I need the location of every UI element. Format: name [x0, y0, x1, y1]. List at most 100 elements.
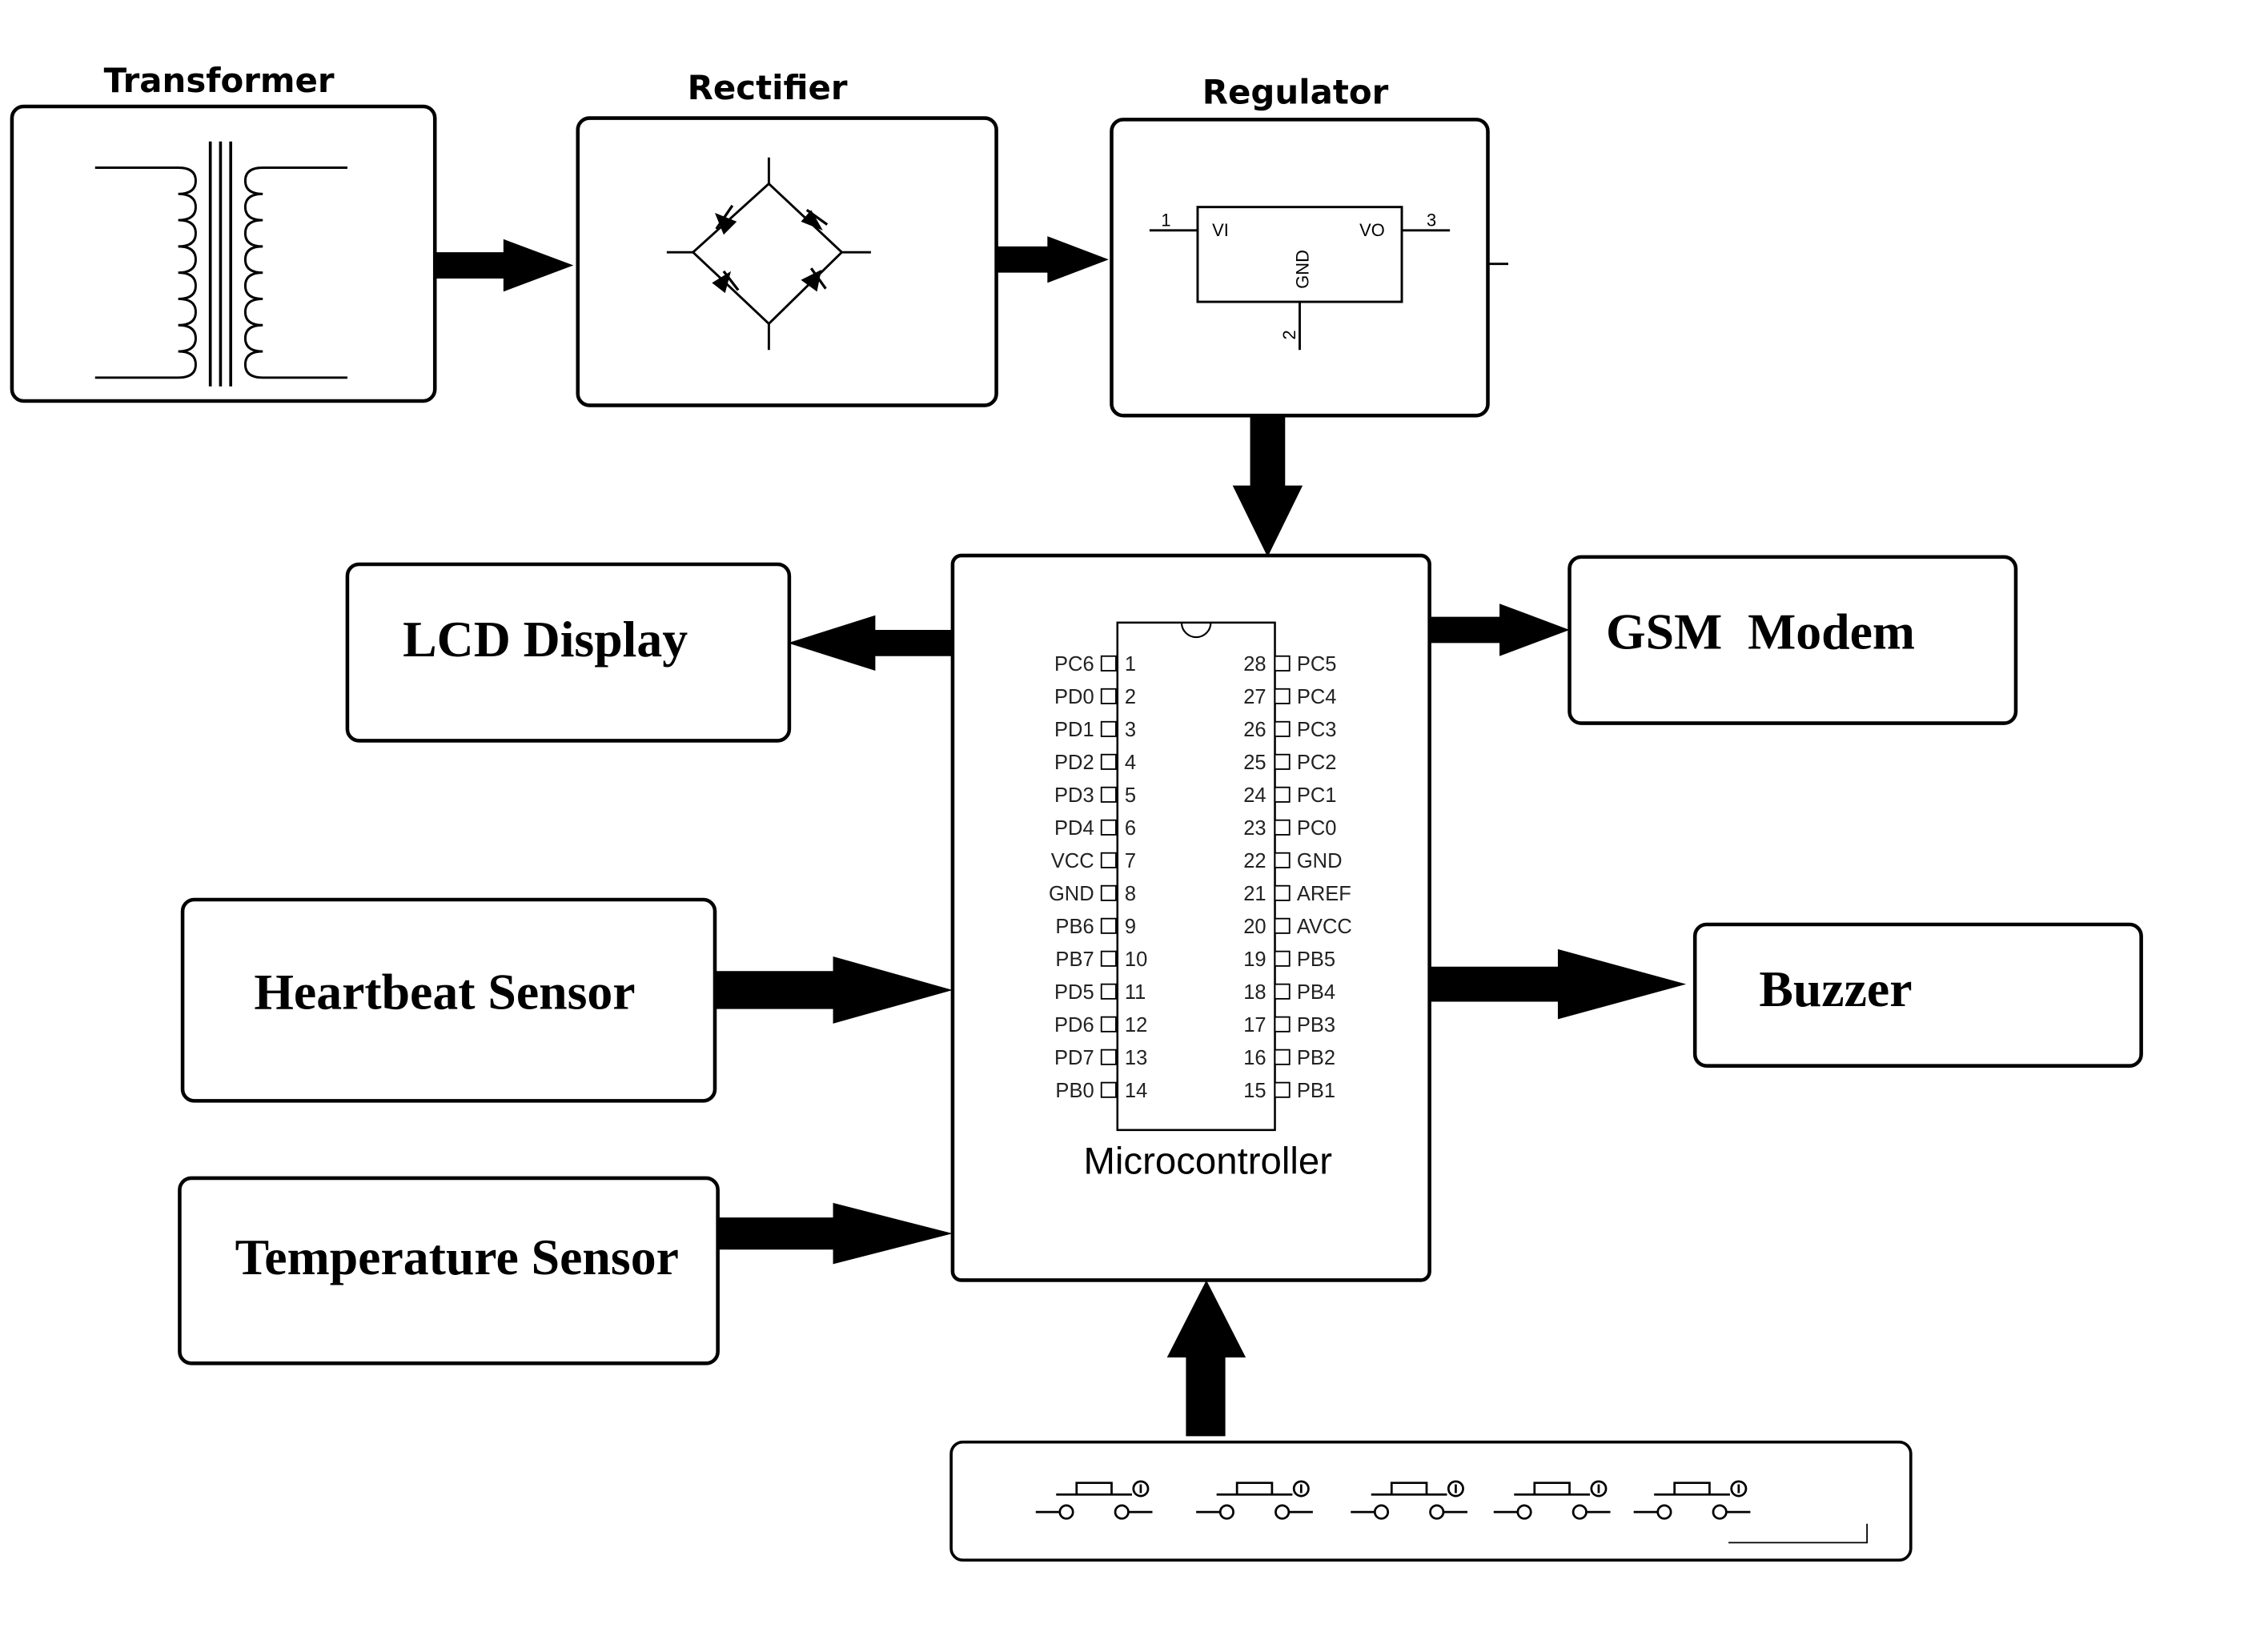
- mcu-pin-left-name: PB0: [1055, 1080, 1094, 1102]
- mcu-pin-left-name: PD3: [1054, 784, 1094, 807]
- mcu-pin-right-number: 24: [1243, 784, 1266, 807]
- push-button-switch-icon: [1035, 1480, 1153, 1520]
- lcd-display-label: LCD Display: [403, 611, 688, 668]
- mcu-pin-right-pad: [1274, 819, 1291, 836]
- mcu-pin-left-number: 7: [1125, 850, 1136, 872]
- mcu-pin-right-pad: [1274, 1016, 1291, 1032]
- regulator-title: Regulator: [1202, 72, 1389, 111]
- rectifier-title: Rectifier: [688, 68, 848, 107]
- mcu-pin-left-name: PD7: [1054, 1047, 1094, 1069]
- mcu-pin-right-name: GND: [1297, 850, 1343, 872]
- mcu-pin-right-name: AREF: [1297, 883, 1351, 905]
- mcu-pin-right-name: PC1: [1297, 784, 1337, 807]
- mcu-pin-right-name: PC5: [1297, 653, 1337, 676]
- mcu-pin-right-number: 20: [1243, 916, 1266, 938]
- arrow-rectifier-to-regulator: [996, 236, 1109, 283]
- mcu-pin-left-pad: [1100, 753, 1117, 770]
- transformer-box: [10, 104, 437, 403]
- mcu-pin-left-name: PD1: [1054, 719, 1094, 741]
- mcu-pin-left-pad: [1100, 655, 1117, 672]
- arrow-switches-to-microcontroller: [1166, 1280, 1246, 1437]
- mcu-pin-right-number: 15: [1243, 1080, 1266, 1102]
- mcu-pin-left-pad: [1100, 983, 1117, 1000]
- arrow-heartbeat-to-microcontroller: [714, 956, 953, 1024]
- lcd-display-box: [345, 562, 792, 743]
- mcu-pin-left-pad: [1100, 852, 1117, 868]
- mcu-pin-right-pad: [1274, 720, 1291, 737]
- mcu-pin-left-pad: [1100, 950, 1117, 967]
- push-button-switch-icon: [1493, 1480, 1611, 1520]
- mcu-pin-left-pad: [1100, 819, 1117, 836]
- mcu-pin-left-name: PD5: [1054, 981, 1094, 1004]
- transformer-title: Transformer: [104, 61, 335, 100]
- arrow-microcontroller-to-gsm: [1429, 603, 1570, 656]
- mcu-pin-left-name: PB6: [1055, 916, 1094, 938]
- push-button-switch-icon: [1633, 1480, 1751, 1520]
- mcu-pin-right-number: 23: [1243, 817, 1266, 840]
- microcontroller-label: Microcontroller: [1083, 1140, 1332, 1182]
- mcu-pin-left-number: 14: [1125, 1080, 1147, 1102]
- mcu-pin-right-pad: [1274, 884, 1291, 901]
- mcu-pin-right-number: 21: [1243, 883, 1266, 905]
- mcu-pin-right-name: PC0: [1297, 817, 1337, 840]
- bridge-rectifier-icon: [666, 157, 871, 351]
- mcu-pin-right-pad: [1274, 917, 1291, 934]
- mcu-pin-right-name: PB3: [1297, 1014, 1335, 1037]
- mcu-pin-right-name: PC4: [1297, 686, 1337, 708]
- push-button-switch-icon: [1351, 1480, 1467, 1520]
- mcu-pin-left-name: PC6: [1054, 653, 1094, 676]
- arrow-transformer-to-rectifier: [435, 239, 574, 292]
- mcu-pin-left-number: 8: [1125, 883, 1136, 905]
- regulator-box: [1110, 118, 1490, 418]
- mcu-pin-left-pad: [1100, 884, 1117, 901]
- push-button-switches: [1035, 1480, 1751, 1520]
- arrow-microcontroller-to-buzzer: [1429, 948, 1687, 1020]
- mcu-pin-left-name: GND: [1049, 883, 1094, 905]
- buzzer-label: Buzzer: [1759, 960, 1912, 1017]
- temperature-sensor-box: [178, 1176, 720, 1365]
- mcu-pin-right-number: 18: [1243, 981, 1266, 1004]
- switch-panel-box: [949, 1440, 1913, 1562]
- mcu-pin-right-pad: [1274, 1049, 1291, 1065]
- mcu-pin-left-number: 2: [1125, 686, 1136, 708]
- mcu-pin-left-number: 3: [1125, 719, 1136, 741]
- buzzer-box: [1692, 922, 2143, 1068]
- mcu-pin-left-number: 5: [1125, 784, 1136, 807]
- mcu-pin-left-pad: [1100, 1081, 1117, 1098]
- mcu-pin-left-pad: [1100, 917, 1117, 934]
- mcu-pin-left-pad: [1100, 786, 1117, 803]
- regulator-pin-gnd-name: GND: [1292, 250, 1312, 289]
- mcu-pin-left-number: 10: [1125, 948, 1147, 971]
- push-button-switch-icon: [1196, 1480, 1313, 1520]
- mcu-pin-left-pad: [1100, 720, 1117, 737]
- arrow-regulator-to-microcontroller: [1232, 415, 1303, 557]
- mcu-pin-right-pad: [1274, 950, 1291, 967]
- mcu-pin-left-pad: [1100, 1049, 1117, 1065]
- transformer-symbol-icon: [94, 141, 347, 387]
- heartbeat-sensor-label: Heartbeat Sensor: [254, 964, 635, 1020]
- mcu-pin-left-name: PD2: [1054, 752, 1094, 774]
- mcu-pin-left-pad: [1100, 688, 1117, 704]
- mcu-pin-left-name: VCC: [1051, 850, 1094, 872]
- mcu-pin-right-pad: [1274, 655, 1291, 672]
- temperature-sensor-label: Temperature Sensor: [235, 1229, 679, 1285]
- regulator-pin-gnd-number: 2: [1279, 330, 1299, 339]
- arrow-temperature-to-microcontroller: [717, 1202, 953, 1265]
- mcu-pin-left-name: PD4: [1054, 817, 1094, 840]
- mcu-pin-right-name: PB1: [1297, 1080, 1335, 1102]
- regulator-ic-icon: [1149, 206, 1509, 351]
- mcu-pin-right-pad: [1274, 753, 1291, 770]
- mcu-pin-right-number: 28: [1243, 653, 1266, 676]
- mcu-pin-left-number: 13: [1125, 1047, 1147, 1069]
- mcu-pin-left-number: 6: [1125, 817, 1136, 840]
- rectifier-box: [576, 116, 998, 407]
- mcu-pin-left-number: 9: [1125, 916, 1136, 938]
- gsm-modem-box: [1568, 555, 2018, 725]
- mcu-pin-left-name: PD0: [1054, 686, 1094, 708]
- regulator-pin-out-name: VO: [1359, 220, 1385, 240]
- mcu-pin-left-name: PD6: [1054, 1014, 1094, 1037]
- mcu-pin-right-name: AVCC: [1297, 916, 1352, 938]
- regulator-pin-in-number: 1: [1161, 210, 1170, 230]
